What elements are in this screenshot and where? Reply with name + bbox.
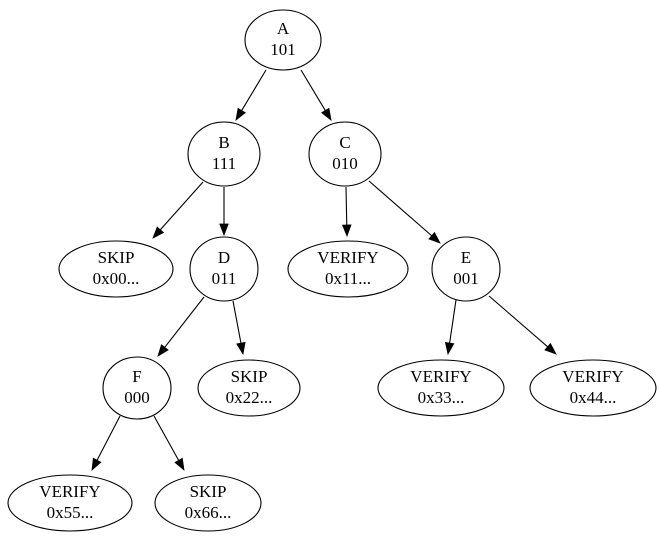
arrowhead-icon <box>321 107 332 121</box>
node-verify44[interactable]: VERIFY 0x44... <box>529 359 657 417</box>
arrowhead-icon <box>157 344 169 357</box>
node-e[interactable]: E 001 <box>431 236 501 302</box>
node-label-primary: D <box>218 248 230 267</box>
node-label-primary: VERIFY <box>562 367 623 386</box>
arrowhead-icon <box>219 223 229 237</box>
node-label-secondary: 011 <box>212 269 237 288</box>
node-circle[interactable] <box>102 356 172 420</box>
node-ellipse[interactable] <box>197 359 301 417</box>
arrowhead-icon <box>174 457 185 471</box>
node-label-secondary: 001 <box>453 269 479 288</box>
edge-line <box>368 180 433 237</box>
node-f[interactable]: F 000 <box>102 356 172 420</box>
node-c[interactable]: C 010 <box>308 121 382 187</box>
edge-line <box>159 181 204 231</box>
node-label-primary: VERIFY <box>317 248 378 267</box>
node-label-primary: F <box>132 367 141 386</box>
edge-a-to-c <box>300 69 332 121</box>
node-circle[interactable] <box>431 236 501 302</box>
node-circle[interactable] <box>308 121 382 187</box>
node-label-secondary: 000 <box>124 388 150 407</box>
edge-c-to-e <box>368 180 441 244</box>
node-label-secondary: 0x22... <box>226 388 273 407</box>
node-d[interactable]: D 011 <box>189 236 259 302</box>
arrowhead-icon <box>444 342 455 356</box>
arrowhead-icon <box>428 231 441 244</box>
node-verify55[interactable]: VERIFY 0x55... <box>7 474 133 532</box>
nodes-layer: A101B111C010SKIP0x00...D011VERIFY0x11...… <box>7 9 657 532</box>
edge-e-to-verify44 <box>488 295 557 355</box>
edge-a-to-b <box>235 69 267 121</box>
node-ellipse[interactable] <box>529 359 657 417</box>
node-label-primary: B <box>218 133 229 152</box>
node-label-secondary: 0x11... <box>325 269 371 288</box>
node-label-secondary: 0x55... <box>47 503 94 522</box>
edge-e-to-verify33 <box>444 299 457 356</box>
node-label-primary: VERIFY <box>410 367 471 386</box>
node-skip22[interactable]: SKIP 0x22... <box>197 359 301 417</box>
node-label-primary: SKIP <box>231 367 268 386</box>
node-label-primary: SKIP <box>190 482 227 501</box>
arrowhead-icon <box>341 224 352 238</box>
node-label-secondary: 0x44... <box>570 388 617 407</box>
node-label-primary: VERIFY <box>39 482 100 501</box>
arrowhead-icon <box>236 341 246 356</box>
node-ellipse[interactable] <box>287 240 409 298</box>
edge-d-to-f <box>157 296 205 357</box>
edges-layer <box>91 69 557 471</box>
node-label-secondary: 0x33... <box>418 388 465 407</box>
node-circle[interactable] <box>189 236 259 302</box>
edge-b-to-d <box>219 187 229 237</box>
node-verify11[interactable]: VERIFY 0x11... <box>287 240 409 298</box>
edge-d-to-skip22 <box>232 300 246 356</box>
edge-line <box>488 295 549 348</box>
node-ellipse[interactable] <box>377 359 505 417</box>
node-ellipse[interactable] <box>154 474 262 532</box>
node-a[interactable]: A 101 <box>244 9 322 71</box>
edge-line <box>153 415 180 461</box>
node-circle[interactable] <box>187 121 261 187</box>
edge-b-to-skip00 <box>152 181 204 239</box>
edge-f-to-skip66 <box>153 415 185 471</box>
arrowhead-icon <box>544 342 557 355</box>
edge-line <box>345 186 348 226</box>
arrowhead-icon <box>91 457 102 471</box>
edge-line <box>96 415 121 461</box>
arrowhead-icon <box>152 226 165 239</box>
node-label-primary: E <box>461 248 471 267</box>
node-label-primary: SKIP <box>98 248 135 267</box>
edge-line <box>449 299 457 344</box>
node-label-primary: C <box>339 133 350 152</box>
arrowhead-icon <box>235 107 246 121</box>
edge-f-to-verify55 <box>91 415 121 471</box>
node-skip66[interactable]: SKIP 0x66... <box>154 474 262 532</box>
node-circle[interactable] <box>244 9 322 71</box>
edge-line <box>241 69 267 111</box>
edge-line <box>232 300 242 344</box>
node-b[interactable]: B 111 <box>187 121 261 187</box>
node-label-primary: A <box>277 19 290 38</box>
node-label-secondary: 010 <box>332 154 358 173</box>
node-verify33[interactable]: VERIFY 0x33... <box>377 359 505 417</box>
node-label-secondary: 111 <box>212 154 236 173</box>
edge-line <box>164 296 205 348</box>
node-label-secondary: 101 <box>270 40 296 59</box>
node-ellipse[interactable] <box>7 474 133 532</box>
edge-c-to-verify11 <box>341 186 352 238</box>
node-ellipse[interactable] <box>58 240 174 298</box>
node-label-secondary: 0x00... <box>93 269 140 288</box>
node-label-secondary: 0x66... <box>185 503 232 522</box>
edge-line <box>300 69 326 111</box>
node-skip00[interactable]: SKIP 0x00... <box>58 240 174 298</box>
